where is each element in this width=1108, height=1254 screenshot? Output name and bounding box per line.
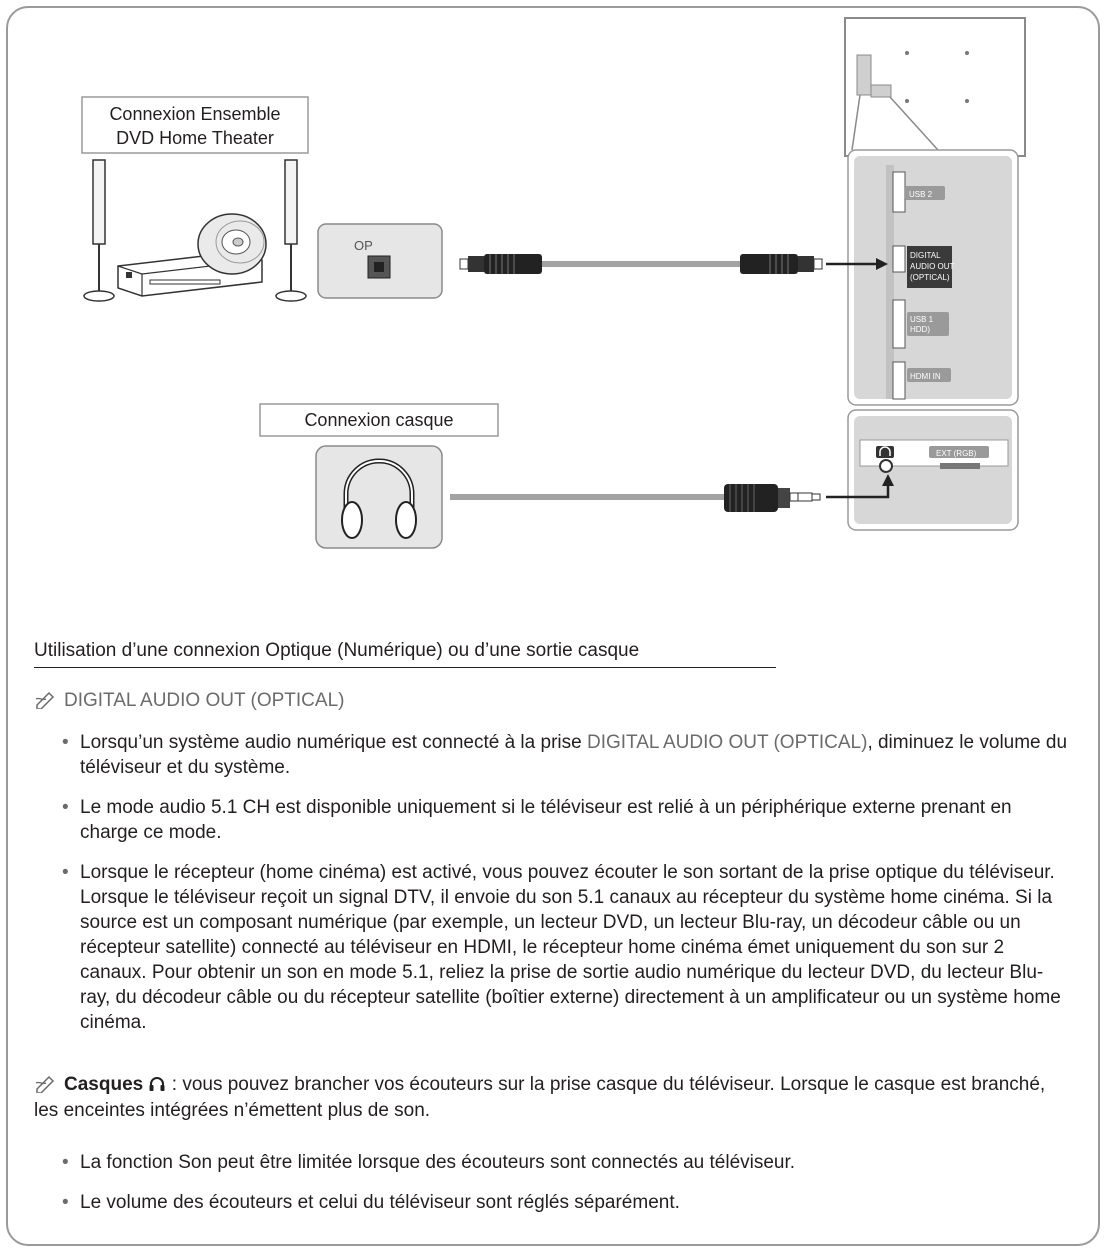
connection-diagram: USB 2 DIGITAL AUDIO OUT (OPTICAL) USB 1 … xyxy=(81,17,1026,549)
bullet-digital-audio-1: Lorsqu’un système audio numérique est co… xyxy=(62,730,1072,780)
digital-audio-highlight: DIGITAL AUDIO OUT (OPTICAL) xyxy=(586,732,868,753)
home-theater-label-box: Connexion Ensemble DVD Home Theater xyxy=(81,96,309,154)
headphone-label-box: Connexion casque xyxy=(259,403,499,437)
tv-back-icon xyxy=(844,17,1026,157)
note-headphones-text: : vous pouvez brancher vos écouteurs sur… xyxy=(34,1074,1046,1121)
bullet-headphone-2: Le volume des écouteurs et celui du télé… xyxy=(62,1190,1072,1215)
home-theater-label-line1: Connexion Ensemble xyxy=(109,104,280,124)
optical-port-box: OP xyxy=(317,223,443,299)
tv-side-panel: USB 2 DIGITAL AUDIO OUT (OPTICAL) USB 1 … xyxy=(847,149,1019,406)
headphone-icon xyxy=(315,445,443,549)
page-frame xyxy=(6,6,1100,1246)
tv-bottom-panel: EXT (RGB) xyxy=(847,409,1019,531)
note-headphones-title: Casques xyxy=(64,1074,144,1095)
usb1-label-2: HDD) xyxy=(910,325,930,334)
digital-audio-bullets: Lorsqu’un système audio numérique est co… xyxy=(62,730,1072,1050)
digital-audio-label-2: AUDIO OUT xyxy=(910,262,955,271)
ext-rgb-label: EXT (RGB) xyxy=(936,449,977,458)
headphone-icon xyxy=(149,1077,165,1091)
bullet-digital-audio-2: Le mode audio 5.1 CH est disponible uniq… xyxy=(62,795,1072,845)
usb2-label: USB 2 xyxy=(909,190,933,199)
headphone-cable xyxy=(450,474,894,512)
note-digital-audio: DIGITAL AUDIO OUT (OPTICAL) xyxy=(34,688,344,714)
headphone-label: Connexion casque xyxy=(304,410,453,430)
section-heading: Utilisation d’une connexion Optique (Num… xyxy=(34,640,776,668)
op-label: OP xyxy=(354,238,373,253)
pencil-note-icon xyxy=(35,691,55,709)
digital-audio-label-3: (OPTICAL) xyxy=(910,273,950,282)
pencil-note-icon xyxy=(35,1075,55,1093)
note-digital-audio-title: DIGITAL AUDIO OUT (OPTICAL) xyxy=(64,690,345,711)
usb1-label-1: USB 1 xyxy=(910,315,934,324)
optical-cable xyxy=(459,254,888,274)
headphone-bullets: La fonction Son peut être limitée lorsqu… xyxy=(62,1150,1072,1230)
home-theater-label-line2: DVD Home Theater xyxy=(116,128,274,148)
bullet-digital-audio-3: Lorsque le récepteur (home cinéma) est a… xyxy=(62,860,1072,1035)
home-theater-icon xyxy=(83,159,307,302)
note-headphones: Casques : vous pouvez brancher vos écout… xyxy=(34,1072,1074,1124)
hdmi-in-label: HDMI IN xyxy=(910,372,941,381)
digital-audio-label-1: DIGITAL xyxy=(910,251,941,260)
bullet-headphone-1: La fonction Son peut être limitée lorsqu… xyxy=(62,1150,1072,1175)
